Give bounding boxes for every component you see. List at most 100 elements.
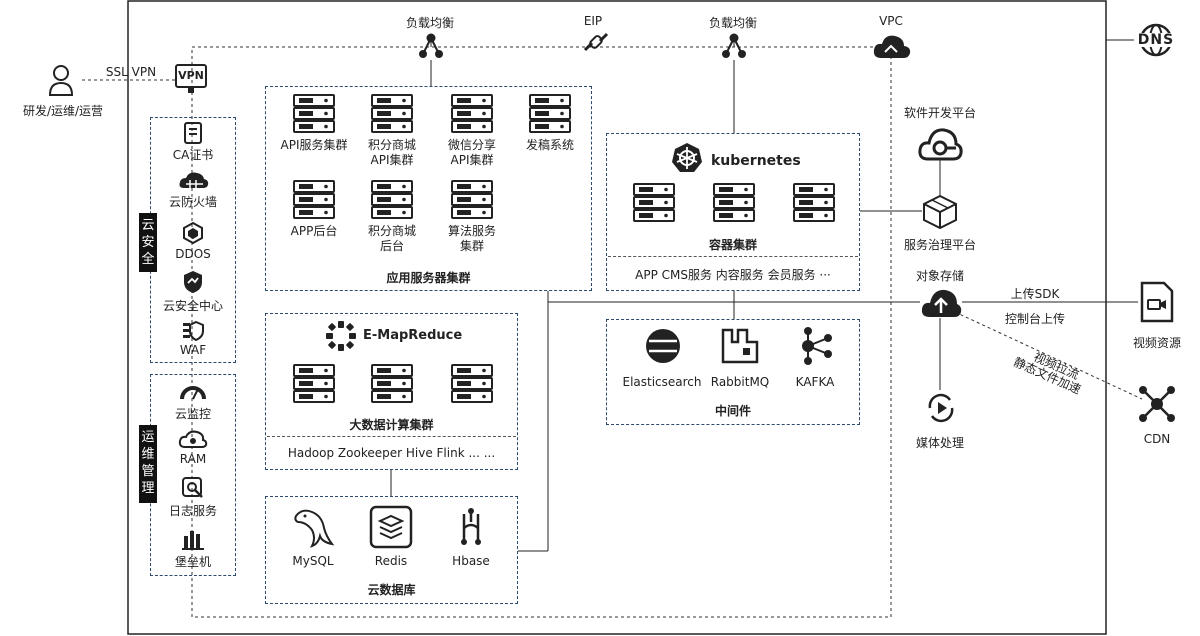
ops-item-label: 云监控 [174,407,211,421]
governance-label: 服务治理平台 [903,238,976,252]
video-resource-icon[interactable] [1140,281,1174,323]
security-title: 云安全 [139,213,157,272]
kubernetes-label: kubernetes [711,153,801,169]
security-item-label: DDOS [175,247,211,261]
db-title: 云数据库 [367,583,416,597]
firewall-icon[interactable] [179,170,209,190]
certificate-icon[interactable] [184,122,202,144]
server-label: 积分商城后台 [367,224,416,253]
middleware-label: Elasticsearch [622,375,702,389]
emapreduce-label: E-MapReduce [363,328,463,343]
db-label: MySQL [292,554,334,568]
oss-label: 对象存储 [915,269,964,283]
server-icon[interactable] [293,180,335,220]
elasticsearch-icon[interactable] [645,327,681,365]
app-cluster-box [265,86,592,291]
server-icon[interactable] [451,94,493,134]
dns-icon[interactable] [1134,22,1178,58]
server-label: API服务集群 [280,138,348,152]
ops-item-label: 日志服务 [168,504,217,518]
eip-label: EIP [583,14,603,28]
security-center-icon[interactable] [183,270,203,294]
middleware-label: RabbitMQ [710,375,770,389]
upload-sdk-label: 上传SDK [1010,287,1060,301]
bastion-icon[interactable] [182,528,204,550]
security-item-label: CA证书 [172,148,214,162]
security-item-label: WAF [179,343,207,357]
ops-title: 运维管理 [139,425,157,503]
load-balancer-icon[interactable] [722,32,746,60]
ddos-icon[interactable] [182,221,204,245]
server-label: APP后台 [290,224,338,238]
k8s-services: APP CMS服务 内容服务 会员服务 ··· [635,268,831,282]
server-icon[interactable] [451,180,493,220]
ops-item-label: RAM [179,452,207,466]
ops-item-label: 堡垒机 [174,555,211,569]
server-icon[interactable] [371,364,413,404]
ram-icon[interactable] [178,429,208,449]
kubernetes-icon [672,143,702,172]
middleware-label: KAFKA [795,375,835,389]
security-item-label: 云防火墙 [168,195,217,209]
db-label: Redis [374,554,408,568]
video-resource-label: 视频资源 [1132,336,1181,350]
cdn-label: CDN [1143,432,1171,446]
eip-link-icon[interactable] [582,30,610,54]
oss-icon[interactable] [921,287,962,319]
dns-label: DNS [1137,32,1175,48]
redis-icon[interactable] [369,505,413,549]
server-icon[interactable] [633,183,675,223]
k8s-box [606,133,860,291]
lb2-label: 负载均衡 [708,16,757,30]
emapreduce-icon [326,321,356,351]
server-icon[interactable] [293,94,335,134]
ssl-vpn-label: SSL VPN [105,65,157,79]
server-icon[interactable] [451,364,493,404]
governance-icon[interactable] [922,194,958,230]
vpn-icon[interactable]: VPN [175,64,207,88]
hbase-icon[interactable] [456,508,486,546]
server-icon[interactable] [293,364,335,404]
kafka-icon[interactable] [798,326,834,366]
k8s-title: 容器集群 [708,238,757,252]
media-process-icon[interactable] [926,392,956,424]
waf-icon[interactable] [182,320,204,342]
middleware-title: 中间件 [714,404,751,418]
monitor-icon[interactable] [180,383,206,403]
server-label: 算法服务集群 [447,224,496,253]
k8s-separator [608,256,858,257]
lb1-label: 负载均衡 [405,16,454,30]
mysql-icon[interactable] [292,506,335,550]
cdn-icon[interactable] [1139,386,1175,422]
console-upload-label: 控制台上传 [1004,312,1065,326]
vpc-label: VPC [879,14,903,28]
server-icon[interactable] [371,94,413,134]
app-cluster-title: 应用服务器集群 [386,271,471,285]
server-icon[interactable] [793,183,835,223]
devplatform-label: 软件开发平台 [903,106,976,120]
devplatform-icon[interactable] [918,125,963,161]
user-label: 研发/运维/运营 [22,104,104,118]
log-service-icon[interactable] [182,477,204,499]
bigdata-components: Hadoop Zookeeper Hive Flink ... ... [287,446,496,460]
server-icon[interactable] [713,183,755,223]
user-icon [48,65,74,96]
rabbitmq-icon[interactable] [721,328,759,364]
server-icon[interactable] [529,94,571,134]
server-icon[interactable] [371,180,413,220]
vpn-stand [188,88,194,93]
media-label: 媒体处理 [915,436,964,450]
bigdata-separator [267,436,516,437]
middleware-box [606,319,860,425]
bigdata-title: 大数据计算集群 [349,418,434,432]
db-label: Hbase [452,554,490,568]
bigdata-box [265,313,518,470]
load-balancer-icon[interactable] [419,32,443,60]
vpc-cloud-icon[interactable] [873,32,911,60]
security-item-label: 云安全中心 [162,299,223,313]
server-label: 发稿系统 [525,138,574,152]
db-box [265,496,518,604]
